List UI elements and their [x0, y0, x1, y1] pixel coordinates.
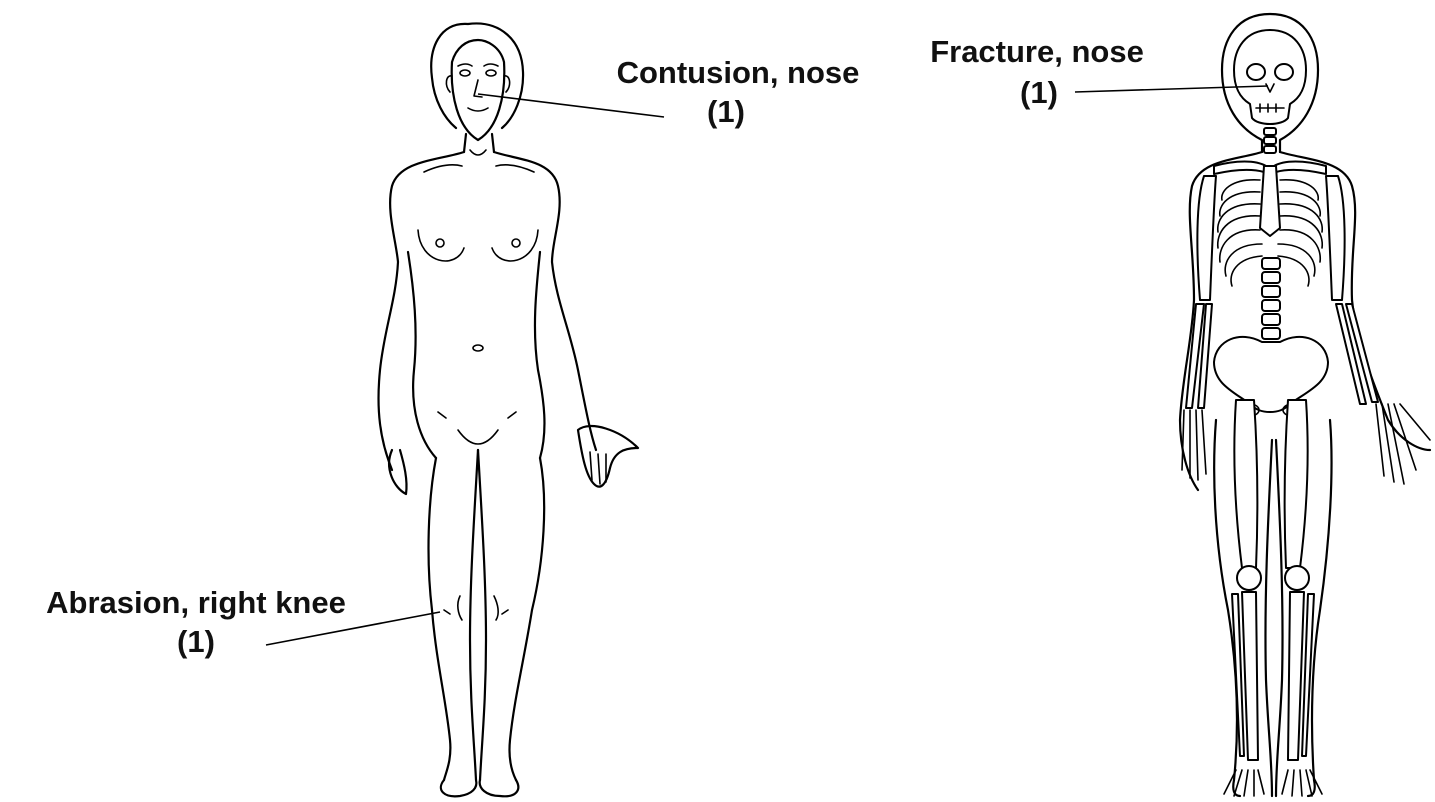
contusion-nose-leader-line — [478, 94, 664, 117]
contusion-nose-label: Contusion, nose — [617, 55, 860, 90]
female-body-figure — [379, 23, 639, 796]
contusion-nose-count: (1) — [707, 94, 745, 129]
skeleton-figure — [1180, 14, 1430, 796]
abrasion-right-knee-annotation: Abrasion, right knee (1) — [46, 585, 346, 659]
abrasion-knee-count: (1) — [177, 624, 215, 659]
fracture-nose-count: (1) — [1020, 75, 1058, 110]
fracture-nose-label: Fracture, nose — [930, 34, 1144, 69]
fracture-nose-annotation: Fracture, nose (1) — [930, 34, 1144, 110]
contusion-nose-annotation: Contusion, nose (1) — [617, 55, 860, 129]
abrasion-knee-label: Abrasion, right knee — [46, 585, 346, 620]
